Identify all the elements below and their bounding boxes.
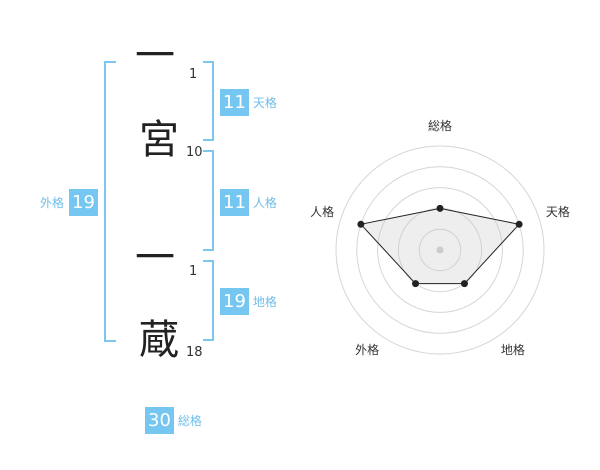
radar-axis-label-2: 地格 — [500, 343, 525, 358]
jinkaku-badge: 11 人格 — [220, 189, 277, 216]
outer-bracket — [104, 61, 116, 342]
tenkaku-badge: 11 天格 — [220, 89, 277, 116]
name-char-2: 宮 — [139, 117, 179, 163]
soukaku-label: 総格 — [177, 414, 202, 428]
chikaku-value: 19 — [220, 288, 249, 315]
radar-series-polygon — [359, 207, 521, 285]
stroke-count-4: 18 — [186, 345, 203, 360]
tenkaku-value: 11 — [220, 89, 249, 116]
radar-ring-3 — [377, 187, 503, 313]
radar-ring-4 — [356, 166, 524, 334]
radar-ring-1 — [418, 228, 462, 272]
gaikaku-value: 19 — [69, 189, 98, 216]
chikaku-badge: 19 地格 — [220, 288, 277, 315]
gaikaku-badge: 外格 19 — [40, 189, 98, 216]
radar-axis-label-4: 人格 — [310, 204, 335, 219]
radar-ring-5 — [335, 145, 545, 355]
radar-point-2 — [460, 280, 468, 288]
radar-point-3 — [412, 280, 420, 288]
soukaku-value: 30 — [145, 407, 174, 434]
radar-axis-label-0: 総格 — [428, 119, 453, 133]
jinkaku-value: 11 — [220, 189, 249, 216]
radar-point-0 — [436, 204, 444, 212]
soukaku-badge: 30 総格 — [145, 407, 202, 434]
radar-point-1 — [515, 220, 523, 228]
tenkaku-bracket — [203, 61, 214, 141]
stroke-count-1: 1 — [189, 67, 198, 82]
name-char-3: 一 — [135, 235, 175, 281]
radar-center-dot — [436, 246, 444, 254]
stroke-count-3: 1 — [189, 264, 198, 279]
radar-point-4 — [357, 220, 365, 228]
jinkaku-label: 人格 — [252, 196, 277, 210]
name-char-1: 一 — [135, 33, 175, 79]
jinkaku-bracket — [203, 150, 214, 251]
radar-axis-label-1: 天格 — [545, 204, 570, 219]
name-char-4: 蔵 — [139, 317, 179, 363]
radar-axis-label-3: 外格 — [355, 343, 380, 358]
gaikaku-label: 外格 — [40, 196, 65, 210]
stroke-count-2: 10 — [186, 145, 203, 160]
tenkaku-label: 天格 — [252, 96, 277, 110]
chikaku-label: 地格 — [252, 295, 277, 309]
chikaku-bracket — [203, 260, 214, 341]
